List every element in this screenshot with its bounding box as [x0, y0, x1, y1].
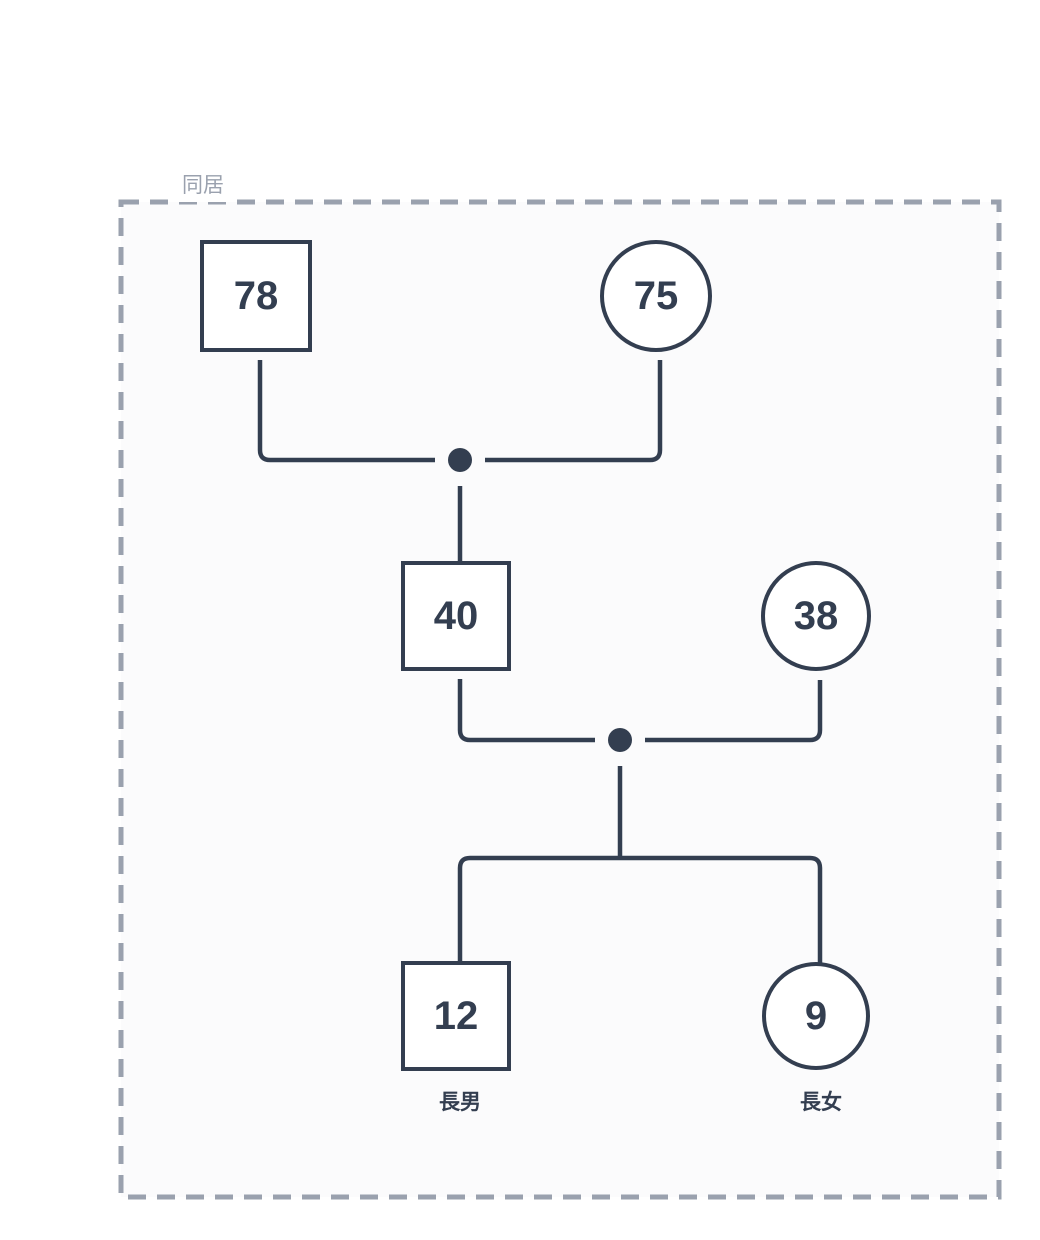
node-grandfather-age: 78: [233, 273, 279, 318]
node-eldest-daughter-age: 9: [804, 993, 828, 1038]
node-eldest-son[interactable]: 12: [401, 961, 511, 1071]
node-father[interactable]: 40: [401, 561, 511, 671]
partnership-dot-grandparents: [448, 448, 472, 472]
partnership-line-parents-right: [645, 680, 823, 743]
node-eldest-son-age: 12: [433, 993, 479, 1038]
node-mother-age: 38: [793, 593, 839, 638]
node-grandmother-age: 75: [633, 273, 679, 318]
node-mother[interactable]: 38: [761, 561, 871, 671]
node-grandmother[interactable]: 75: [600, 240, 712, 352]
household-group-label: 同居: [170, 169, 236, 202]
partnership-dot-parents: [608, 728, 632, 752]
partnership-line-grandparents-left: [257, 360, 435, 463]
node-eldest-son-caption: 長男: [439, 1091, 481, 1114]
partnership-line-grandparents-right: [485, 360, 663, 463]
node-grandfather[interactable]: 78: [200, 240, 312, 352]
node-eldest-daughter-caption: 長女: [800, 1091, 842, 1114]
node-father-age: 40: [433, 593, 479, 638]
sibling-line: [457, 855, 823, 963]
node-eldest-daughter[interactable]: 9: [762, 962, 870, 1070]
partnership-line-parents-left: [457, 679, 595, 743]
